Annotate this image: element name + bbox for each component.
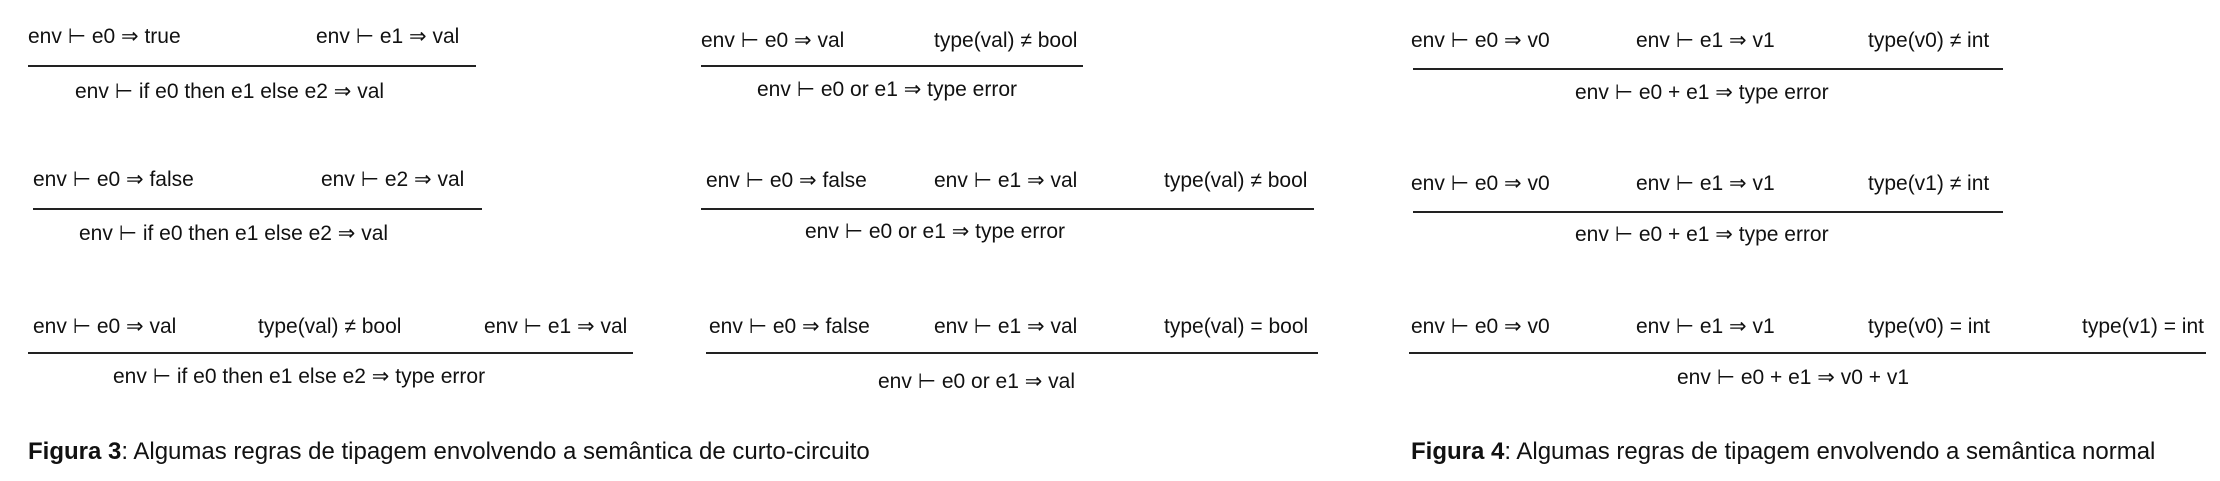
premise: env ⊢ e0 ⇒ val xyxy=(33,315,177,338)
conclusion: env ⊢ if e0 then e1 else e2 ⇒ val xyxy=(75,80,385,103)
premise: type(val) ≠ bool xyxy=(1164,169,1308,192)
conclusion: env ⊢ e0 + e1 ⇒ type error xyxy=(1575,81,1829,104)
premise: type(v0) = int xyxy=(1868,315,1990,338)
premise: env ⊢ e0 ⇒ false xyxy=(706,169,867,192)
premise: type(v1) = int xyxy=(2082,315,2204,338)
premise: type(v0) ≠ int xyxy=(1868,29,1990,52)
conclusion: env ⊢ e0 or e1 ⇒ val xyxy=(878,370,1075,393)
inference-bar xyxy=(28,65,476,67)
caption-label: Figura 3 xyxy=(28,438,122,465)
premise: type(val) = bool xyxy=(1164,315,1309,338)
premise: env ⊢ e1 ⇒ v1 xyxy=(1636,29,1775,52)
conclusion: env ⊢ e0 or e1 ⇒ type error xyxy=(805,220,1066,243)
premise: env ⊢ e1 ⇒ val xyxy=(934,169,1078,192)
conclusion: env ⊢ if e0 then e1 else e2 ⇒ type error xyxy=(113,365,486,388)
premise: type(val) ≠ bool xyxy=(934,29,1078,52)
conclusion: env ⊢ e0 + e1 ⇒ type error xyxy=(1575,223,1829,246)
inference-bar xyxy=(1409,352,2206,354)
conclusion: env ⊢ e0 + e1 ⇒ v0 + v1 xyxy=(1677,366,1910,389)
premise: env ⊢ e0 ⇒ v0 xyxy=(1411,172,1550,195)
premise: type(v1) ≠ int xyxy=(1868,172,1990,195)
inference-bar xyxy=(1413,211,2003,213)
premise: env ⊢ e1 ⇒ val xyxy=(484,315,628,338)
premise: env ⊢ e1 ⇒ v1 xyxy=(1636,315,1775,338)
figure-3-caption: Figura 3: Algumas regras de tipagem envo… xyxy=(28,440,870,464)
premise: env ⊢ e0 ⇒ false xyxy=(33,168,194,191)
premise: type(val) ≠ bool xyxy=(258,315,402,338)
conclusion: env ⊢ if e0 then e1 else e2 ⇒ val xyxy=(79,222,389,245)
premise: env ⊢ e0 ⇒ val xyxy=(701,29,845,52)
caption-label: Figura 4 xyxy=(1411,438,1505,465)
inference-bar xyxy=(33,208,482,210)
premise: env ⊢ e0 ⇒ false xyxy=(709,315,870,338)
premise: env ⊢ e1 ⇒ val xyxy=(316,25,460,48)
inference-bar xyxy=(701,208,1314,210)
inference-bar xyxy=(706,352,1318,354)
inference-bar xyxy=(701,65,1083,67)
caption-text: : Algumas regras de tipagem envolvendo a… xyxy=(121,438,870,465)
inference-bar xyxy=(28,352,633,354)
premise: env ⊢ e0 ⇒ v0 xyxy=(1411,29,1550,52)
caption-text: : Algumas regras de tipagem envolvendo a… xyxy=(1504,438,2156,465)
premise: env ⊢ e0 ⇒ v0 xyxy=(1411,315,1550,338)
conclusion: env ⊢ e0 or e1 ⇒ type error xyxy=(757,78,1018,101)
premise: env ⊢ e1 ⇒ val xyxy=(934,315,1078,338)
premise: env ⊢ e2 ⇒ val xyxy=(321,168,465,191)
figure-4-caption: Figura 4: Algumas regras de tipagem envo… xyxy=(1411,440,2155,464)
premise: env ⊢ e1 ⇒ v1 xyxy=(1636,172,1775,195)
inference-bar xyxy=(1413,68,2003,70)
premise: env ⊢ e0 ⇒ true xyxy=(28,25,181,48)
